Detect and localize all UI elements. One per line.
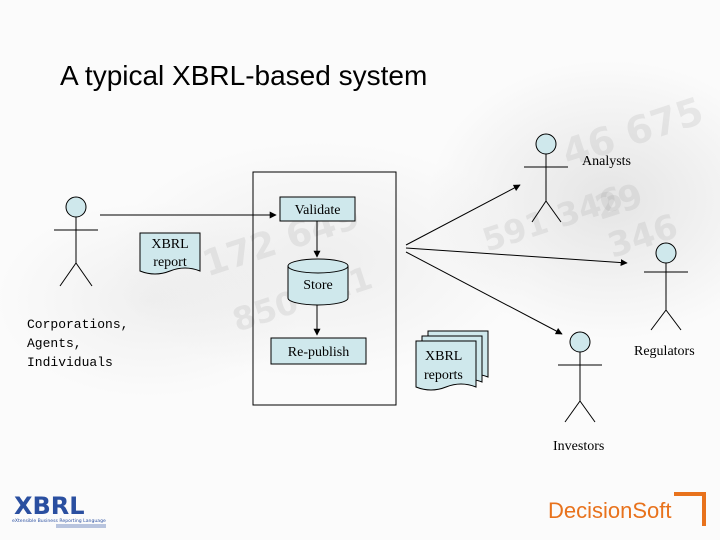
- regulators-actor-icon: [644, 242, 688, 331]
- republish-box: [270, 337, 367, 365]
- regulators-label: Regulators: [634, 344, 695, 359]
- arrow-to-analysts: [405, 184, 521, 246]
- decisionsoft-logo: [674, 492, 706, 526]
- system-boundary: [252, 171, 397, 406]
- xbrl-report-label-line2: report: [153, 255, 187, 270]
- analysts-label: Analysts: [582, 154, 631, 169]
- xbrl-reports-label-line1: XBRL: [425, 349, 463, 364]
- slide-title: A typical XBRL-based system: [60, 60, 428, 91]
- store-label: Store: [303, 278, 333, 293]
- arrow-to-regulators: [405, 247, 628, 267]
- xbrl-report-label-line1: XBRL: [151, 237, 189, 252]
- xbrl-logo-text: XBRL: [14, 492, 85, 520]
- store-cylinder: [287, 258, 349, 306]
- xbrl-logo: XBRL eXtensible Business Reporting Langu…: [12, 492, 106, 528]
- decisionsoft-logo-text: DecisionSoft: [548, 498, 672, 523]
- analysts-actor-icon: [524, 133, 568, 223]
- investors-label: Investors: [553, 439, 605, 454]
- xbrl-logo-tagline: eXtensible Business Reporting Language: [12, 518, 106, 524]
- validate-label: Validate: [294, 203, 341, 218]
- xbrl-reports-document-stack: [415, 330, 489, 391]
- republish-label: Re-publish: [287, 345, 350, 360]
- corporations-label: Corporations, Agents, Individuals: [27, 317, 129, 370]
- xbrl-report-document: [139, 232, 201, 275]
- arrow-to-investors: [405, 251, 563, 335]
- investors-actor-icon: [558, 331, 602, 423]
- corporations-actor-icon: [54, 196, 98, 287]
- xbrl-reports-label-line2: reports: [424, 368, 463, 383]
